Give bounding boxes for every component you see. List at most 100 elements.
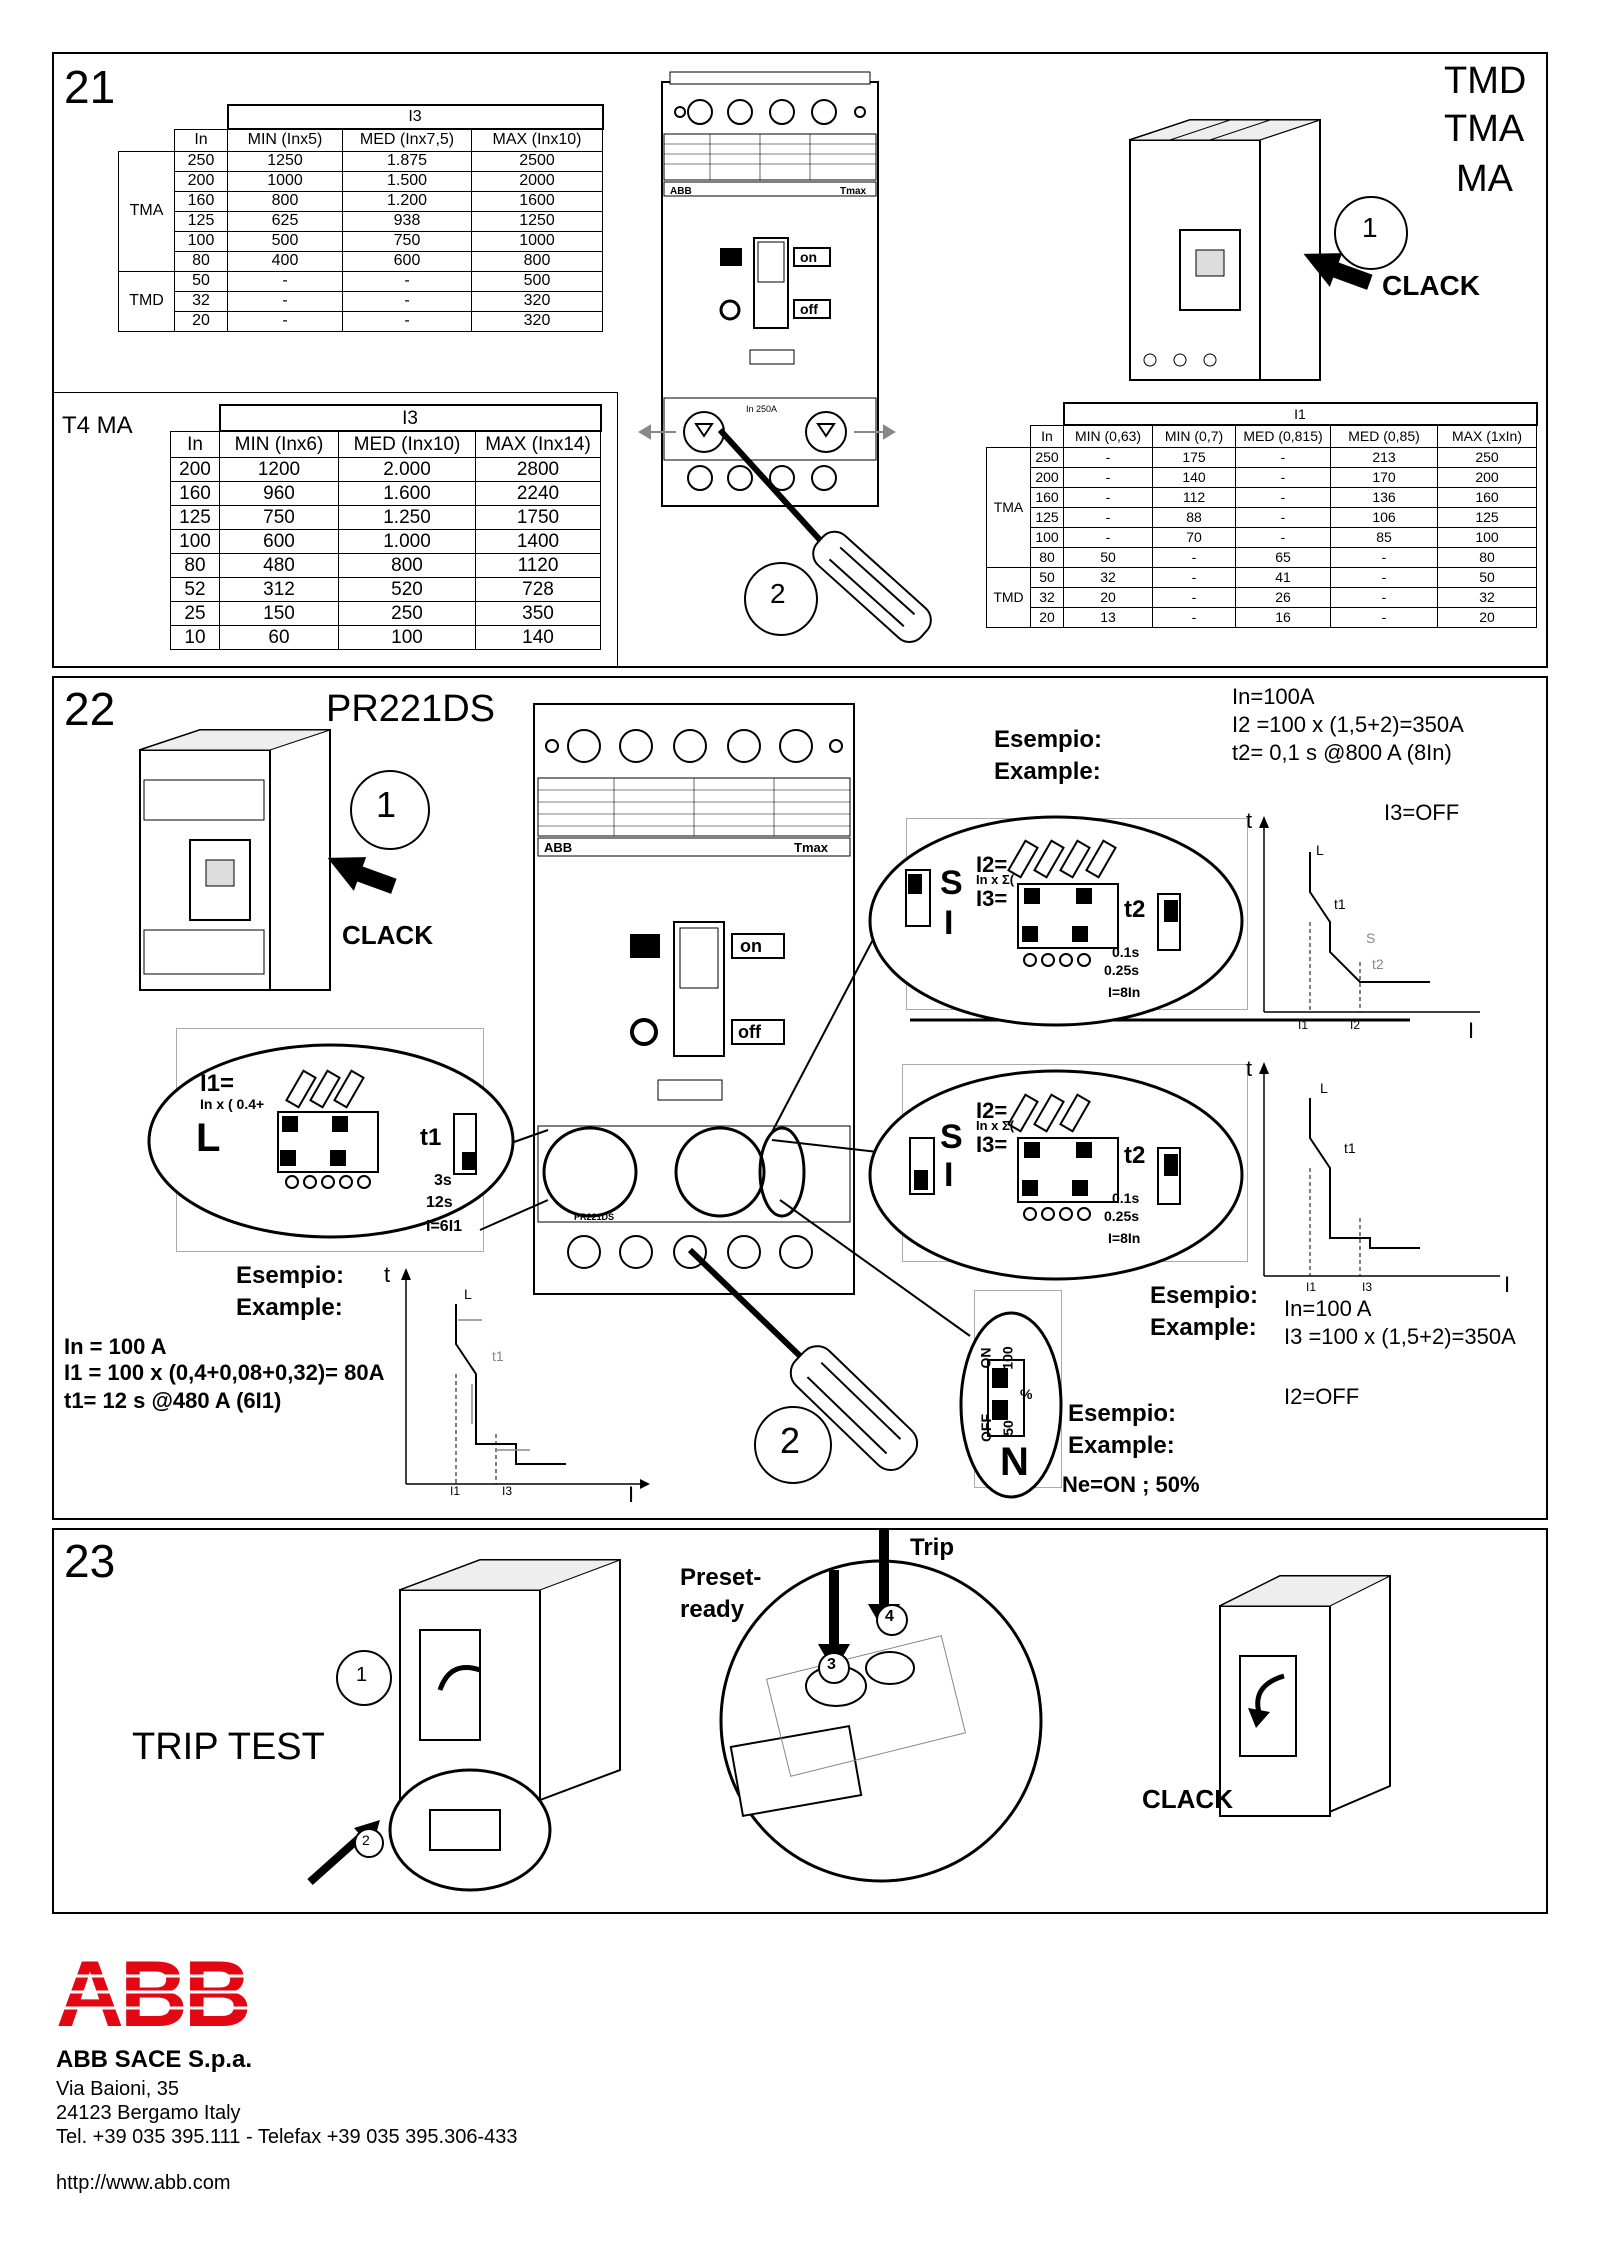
- step-3-circle-23: [818, 1652, 850, 1684]
- table-cell: 2000: [471, 170, 603, 192]
- graph-top-I1: I1: [1298, 1018, 1309, 1032]
- example-bottom-example: Example:: [1150, 1314, 1257, 1341]
- graph-bottom-t1: t1: [1344, 1140, 1356, 1156]
- table-i3-tma-tmd: I3 In MIN (Inx5) MED (Inx7,5) MAX (Inx10…: [118, 104, 604, 332]
- graph-bottom-right: [1259, 1062, 1500, 1277]
- table-cell: -: [342, 310, 472, 332]
- zoom-s-bot-i2: I2=: [976, 1098, 1008, 1123]
- example-top-in: In=100A: [1232, 684, 1315, 709]
- graph-top-t: t: [1246, 808, 1253, 833]
- t4ma-box: [52, 392, 618, 668]
- table-cell: 200: [170, 456, 220, 482]
- step-1-label-21: 1: [1362, 212, 1378, 243]
- table-cell: 13: [1063, 606, 1153, 628]
- example-bottom-i3: I3 =100 x (1,5+2)=350A: [1284, 1324, 1516, 1349]
- table-i3-group-header: I3: [226, 104, 604, 130]
- step-2-label-23: 2: [362, 1832, 370, 1848]
- zoom-l-t1: t1: [420, 1124, 442, 1151]
- example-left-example: Example:: [236, 1294, 343, 1321]
- graph-top-L: L: [1316, 842, 1324, 858]
- graph-bottom-t: t: [1246, 1056, 1253, 1081]
- table-cell: 70: [1152, 526, 1236, 548]
- zoom-n-off: OFF: [978, 1414, 994, 1442]
- trip-test-title: TRIP TEST: [132, 1726, 325, 1768]
- trip-label: Trip: [910, 1534, 955, 1561]
- zoom-l-12s: 12s: [426, 1194, 453, 1211]
- zoom-n-on: ON: [977, 1347, 994, 1369]
- zoom-n-pct: %: [1020, 1386, 1033, 1402]
- table-cell: 50: [174, 270, 228, 292]
- zoom-s-bot-i8: I=8In: [1108, 1230, 1141, 1246]
- table-cell: 16: [1235, 606, 1331, 628]
- table-t4ma: I3 In MIN (Inx6) MED (Inx10) MAX (Inx14)…: [170, 404, 602, 650]
- example-bottom-i2-off: I2=OFF: [1284, 1384, 1360, 1409]
- breaker-iso-21: [1129, 119, 1321, 381]
- table-cell: 960: [219, 480, 339, 506]
- step-2-circle-23: [354, 1828, 384, 1858]
- zoom-s-top-025s: 0.25s: [1104, 962, 1140, 978]
- zoom-s-bot-i: I: [944, 1156, 954, 1194]
- section-number-23: 23: [64, 1535, 116, 1587]
- step-1-circle-22: [350, 770, 430, 850]
- screwdriver-22: [687, 1247, 919, 1472]
- table-cell: 60: [219, 624, 339, 650]
- arrow-22: [327, 857, 397, 894]
- table-cell: 20: [1437, 606, 1537, 628]
- zoom-l-3s: 3s: [434, 1172, 452, 1189]
- graph-top-I2: I2: [1350, 1018, 1361, 1032]
- zoom-l-letter: L: [196, 1116, 221, 1160]
- table-cell: 480: [219, 552, 339, 578]
- breaker-trip-test: [388, 1559, 621, 1892]
- zoom-l-i1: I1=: [200, 1070, 235, 1097]
- svg-text:Tmax: Tmax: [794, 840, 829, 855]
- step-4-circle-23: [876, 1604, 908, 1636]
- table-cell: 80: [1437, 546, 1537, 568]
- table-cell: 160: [1437, 486, 1537, 508]
- step-2-circle-21: [744, 562, 818, 636]
- step-3-label-23: 3: [827, 1656, 836, 1673]
- table-i3-group-label: TMD: [118, 270, 175, 332]
- zoom-s-top-s: S: [940, 864, 963, 902]
- section-21-panel: [52, 52, 1548, 668]
- table-cell: 100: [1437, 526, 1537, 548]
- graph-left: [401, 1268, 650, 1489]
- graph-top-I: I: [1468, 1018, 1475, 1043]
- section-23-panel: [52, 1528, 1548, 1914]
- table-cell: 80: [174, 250, 228, 272]
- example-left-esempio: Esempio:: [236, 1262, 345, 1289]
- zoom-ellipse-s-bottom: [868, 1069, 1244, 1281]
- table-i1-col-max: MAX (1xIn): [1437, 424, 1537, 448]
- step-1-circle-21: [1334, 196, 1408, 270]
- zoom-l-formula: In x ( 0.4+: [200, 1096, 265, 1112]
- table-cell: 938: [342, 210, 472, 232]
- table-i3-col-max: MAX (Inx10): [471, 128, 603, 152]
- abb-logo: ABB: [56, 1941, 252, 2046]
- callout-circles-22: [542, 1126, 806, 1218]
- graph-top-t2: t2: [1372, 956, 1384, 972]
- table-cell: 520: [338, 576, 476, 602]
- website-link[interactable]: http://www.abb.com: [56, 2172, 231, 2194]
- example-left-i1: I1 = 100 x (0,4+0,08+0,32)= 80A: [64, 1360, 385, 1385]
- table-cell: 750: [219, 504, 339, 530]
- table-cell: 140: [475, 624, 601, 650]
- section-number-21: 21: [64, 61, 116, 113]
- table-i1-col-min07: MIN (0,7): [1152, 424, 1236, 448]
- zoom-n-100: 100: [999, 1346, 1016, 1370]
- step-2-label-21: 2: [770, 578, 786, 609]
- table-i1-col-med0815: MED (0,815): [1235, 424, 1331, 448]
- zoom-s-top-i2: I2=: [976, 852, 1008, 877]
- zoom-s-top-i8: I=8In: [1108, 984, 1141, 1000]
- svg-text:ABB: ABB: [670, 186, 692, 197]
- table-cell: 1000: [227, 170, 343, 192]
- example-top-t2: t2= 0,1 s @800 A (8In): [1232, 740, 1452, 765]
- table-cell: 160: [170, 480, 220, 506]
- table-cell: 750: [342, 230, 472, 252]
